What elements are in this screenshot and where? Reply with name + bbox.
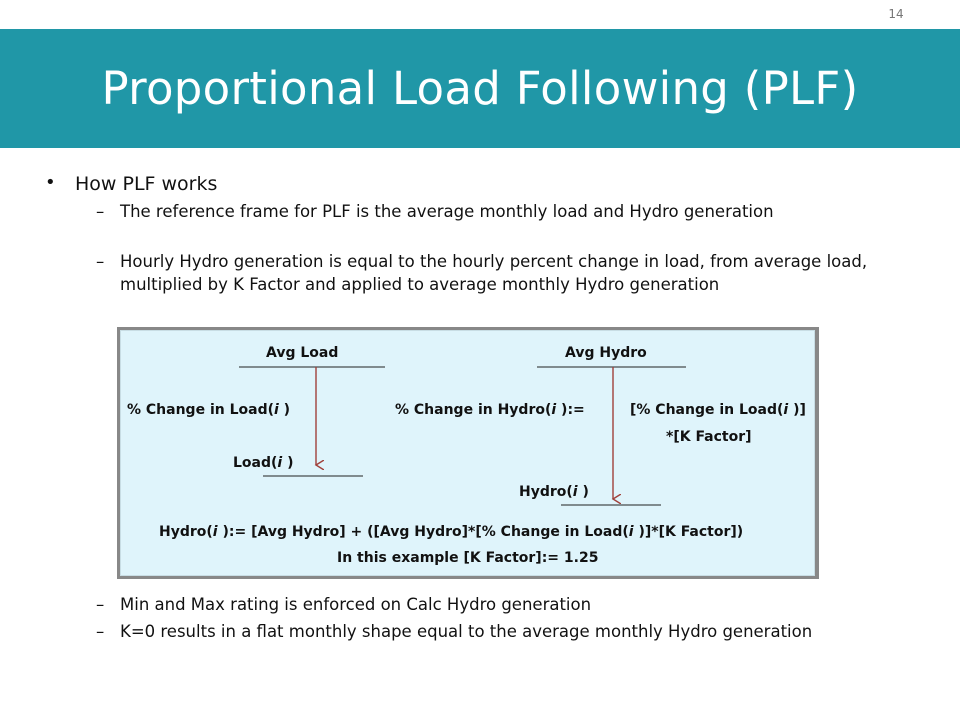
slide-title: Proportional Load Following (PLF) [101, 62, 859, 115]
italic-i: i [213, 524, 218, 540]
page-number: 14 [888, 7, 904, 21]
bracket-pct-load-label: [% Change in Load(i )] [630, 402, 806, 418]
avg-hydro-label: Avg Hydro [565, 345, 647, 361]
pct-change-hydro-label: % Change in Hydro(i ):= [395, 402, 585, 418]
sub-item: – Min and Max rating is enforced on Calc… [96, 593, 916, 616]
hydro-formula: Hydro(i ):= [Avg Hydro] + ([Avg Hydro]*[… [159, 524, 743, 540]
italic-i: i [783, 402, 788, 418]
dash: – [96, 622, 105, 641]
hydro-i-label: Hydro(i ) [519, 484, 589, 500]
k-factor-example: In this example [K Factor]:= 1.25 [337, 550, 598, 566]
load-i-label: Load(i ) [233, 455, 294, 471]
italic-i: i [277, 455, 282, 471]
plf-diagram: Avg Load % Change in Load(i ) Load(i ) A… [120, 330, 815, 576]
dash: – [96, 202, 105, 221]
sub-item: – K=0 results in a flat monthly shape eq… [96, 620, 916, 643]
sub-item-text: K=0 results in a flat monthly shape equa… [120, 622, 813, 641]
sub-item-text: Min and Max rating is enforced on Calc H… [120, 595, 592, 614]
italic-i: i [573, 484, 578, 500]
dash: – [96, 595, 105, 614]
bullet-how-plf-works: How PLF works [75, 173, 218, 195]
bullet-dot: • [45, 172, 56, 193]
italic-i: i [274, 402, 279, 418]
avg-load-label: Avg Load [266, 345, 338, 361]
sub-item-text: The reference frame for PLF is the avera… [120, 202, 774, 221]
pct-change-load-label: % Change in Load(i ) [127, 402, 290, 418]
italic-i: i [551, 402, 556, 418]
sub-item: – Hourly Hydro generation is equal to th… [96, 250, 916, 296]
title-band [0, 29, 960, 148]
sub-item-text: Hourly Hydro generation is equal to the … [120, 252, 868, 294]
sub-item: – The reference frame for PLF is the ave… [96, 200, 916, 223]
k-factor-multiplier-label: *[K Factor] [666, 429, 752, 445]
dash: – [96, 252, 105, 271]
italic-i: i [629, 524, 634, 540]
